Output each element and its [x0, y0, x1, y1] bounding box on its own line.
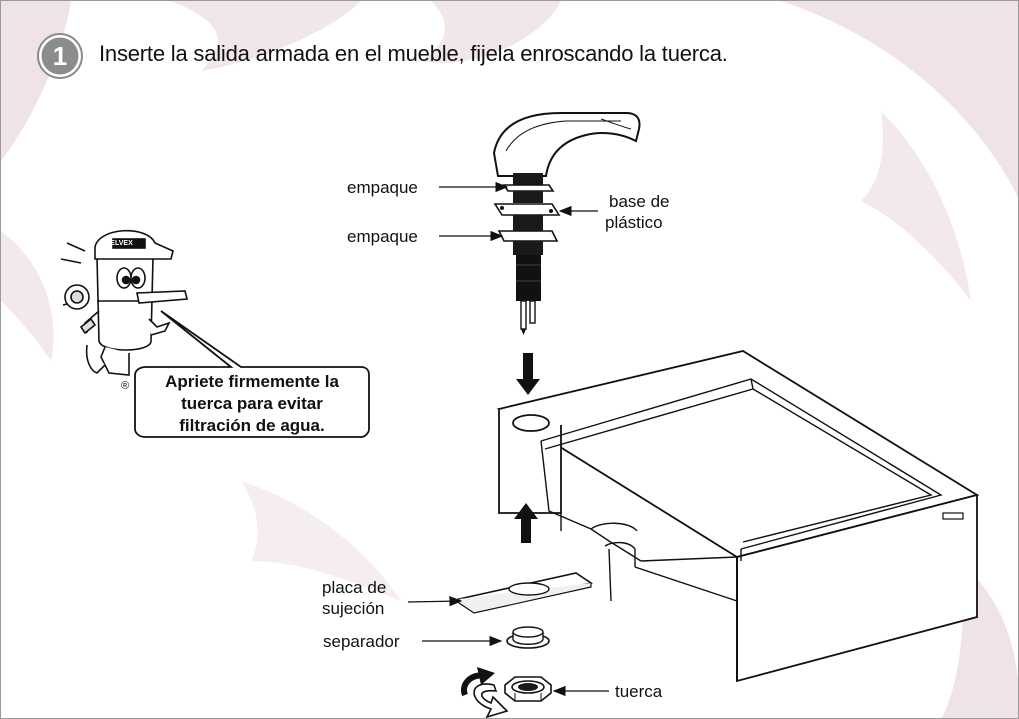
label-separador: separador — [323, 632, 400, 651]
nut-part — [504, 676, 552, 702]
callout-line-2: tuerca para evitar — [181, 394, 323, 413]
mascot-cap-text: HELVEX — [105, 240, 133, 247]
label-tuerca: tuerca — [615, 682, 663, 701]
label-empaque-top: empaque — [347, 178, 418, 197]
label-base-plastico: base de plástico — [605, 191, 670, 233]
label-base-line1: base de — [609, 192, 670, 211]
callout-message: Apriete firmemente la tuerca para evitar… — [135, 371, 369, 437]
helvex-mascot — [60, 229, 189, 376]
callout-line-1: Apriete firmemente la — [165, 372, 339, 391]
rotation-arrow-icon — [461, 667, 509, 718]
step-number: 1 — [53, 41, 67, 71]
label-empaque-bottom: empaque — [347, 227, 418, 246]
label-placa-line1: placa de — [322, 578, 387, 597]
mounting-plate — [456, 572, 594, 614]
label-placa-line2: sujeción — [322, 599, 385, 618]
registered-mark: ® — [121, 380, 129, 392]
callout-line-3: filtración de agua. — [179, 416, 325, 435]
step-title: Inserte la salida armada en el mueble, f… — [99, 41, 728, 66]
callout-bubble — [134, 310, 370, 438]
vanity-cabinet — [496, 350, 980, 683]
label-base-line2: plástico — [605, 213, 663, 232]
step-number-badge: 1 — [37, 33, 83, 79]
label-placa-sujecion: placa de sujeción — [322, 577, 386, 619]
spacer-part — [506, 626, 550, 649]
